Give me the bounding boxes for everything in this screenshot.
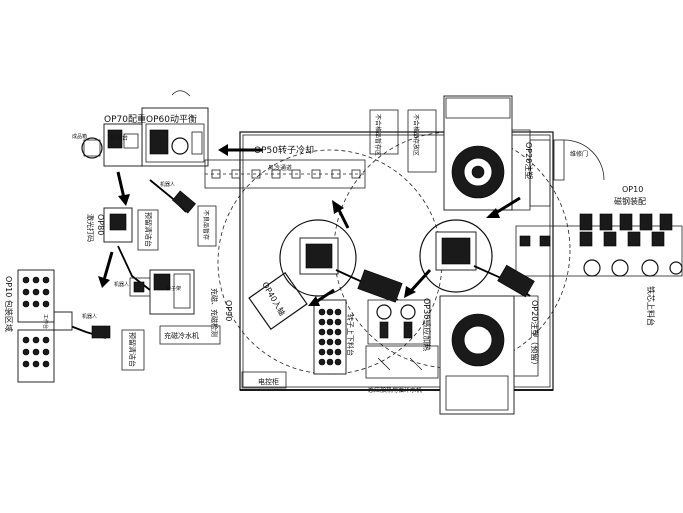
bottom-boxes [159, 205, 287, 389]
label-op70: OP70配重 [104, 113, 146, 125]
op50-conveyor [204, 159, 366, 189]
label-workstation: 工作台 [42, 314, 49, 329]
label-op80: OP80 [96, 214, 105, 235]
label-op10-top: OP10 [622, 185, 643, 194]
op80-station [103, 207, 133, 243]
label-op90-sub: 充磁、充磁检测 [210, 288, 219, 337]
robot-center-right [435, 231, 535, 298]
label-heater-water: 感应加热用循环水机 [368, 386, 422, 394]
op70-machine [81, 123, 143, 167]
label-fan-duct: 风冷通道 [268, 164, 292, 172]
op10-assembly [515, 213, 683, 277]
op30-heaters [365, 299, 439, 379]
label-op80-sub: 激光打码 [86, 214, 95, 242]
op20-machine [443, 95, 551, 211]
label-rack-zone: 不合格品存放区 [412, 114, 420, 156]
label-op60: OP60动平衡 [146, 113, 197, 125]
op90-station [149, 269, 195, 315]
door [553, 139, 605, 181]
op40-box [248, 271, 308, 331]
label-robot-1: 机器人 [160, 181, 175, 188]
label-core-feed: 铁芯上料台 [646, 286, 656, 326]
label-small-left: 成品箱 [72, 133, 87, 140]
robot-center-left [299, 237, 403, 303]
label-unqualified: 不合格品暂存区 [374, 114, 382, 156]
label-op40-b: 转子上下料台 [346, 314, 355, 356]
label-cabinet: 电控柜 [258, 377, 279, 386]
label-op10-bottom: 磁钢装配 [614, 196, 646, 206]
label-op10-finished: OP10 包装区域 [4, 276, 14, 332]
rotor-load-table [313, 299, 347, 375]
label-chiller: 充磁冷水机 [164, 331, 199, 340]
flow-arrows [98, 144, 521, 306]
op20-reserve-machine [439, 295, 539, 415]
clean-stations [121, 209, 159, 371]
op60-machine [141, 90, 209, 167]
left-workbench-arm [53, 311, 111, 339]
left-robot-arm [117, 179, 196, 297]
label-robot-2: 机器人 [114, 281, 129, 288]
label-vision-top: 质检台 [110, 134, 128, 142]
info-panels [369, 109, 437, 173]
label-op20: OP20注塑 [524, 142, 534, 179]
label-op40-a: OP40入轴 [260, 280, 287, 317]
label-op30: OP30感应加热 [422, 298, 432, 351]
label-frame-box: 转子架 [166, 285, 181, 292]
label-op90: OP90 [224, 300, 233, 321]
label-reserve-clean-2: 预留清洁台 [128, 332, 137, 367]
label-op20-preheat: OP20注塑（预留） [530, 300, 540, 369]
label-op50: OP50转子冷却 [254, 144, 314, 156]
label-robot-3: 机器人 [82, 313, 97, 320]
label-safety-door: 维修门 [570, 150, 588, 158]
label-reserve-clean-1: 预留清洁台 [144, 212, 153, 247]
label-ng-bin: 不良品暂存 [202, 210, 210, 240]
packaging-pallets [17, 269, 55, 383]
